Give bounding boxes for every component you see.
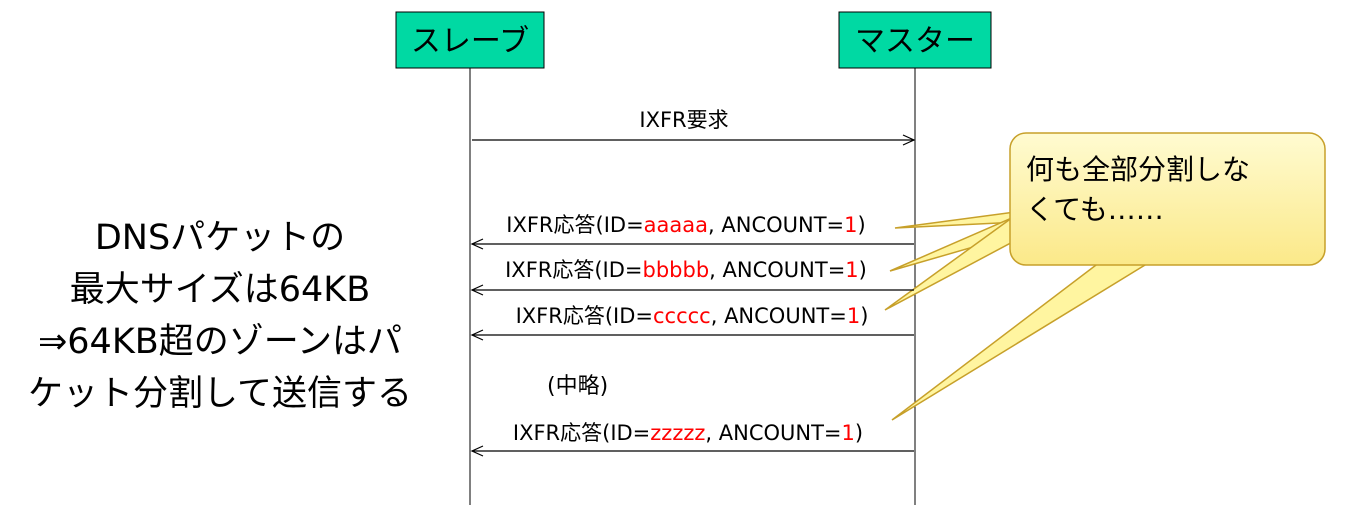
response-mid: , ANCOUNT= (708, 213, 844, 237)
response-suffix: ) (859, 258, 867, 282)
response-mid: , ANCOUNT= (709, 258, 845, 282)
left-note-line-3: ⇒64KB超のゾーンはパ (37, 322, 403, 362)
callout-text: 何も全部分割しな くても…… (1026, 150, 1316, 230)
response-message: IXFR応答(ID=aaaaa, ANCOUNT=1) (470, 213, 914, 250)
response-mid: , ANCOUNT= (711, 304, 847, 328)
left-note-line-1: DNSパケットの (94, 218, 346, 258)
slave-actor: スレーブ (395, 11, 545, 69)
response-message: IXFR応答(ID=zzzzz, ANCOUNT=1) (470, 421, 914, 457)
callout-bubble (884, 132, 1326, 421)
response-suffix: ) (858, 213, 866, 237)
request-label: IXFR要求 (639, 108, 728, 132)
response-mid: , ANCOUNT= (705, 421, 841, 445)
response-suffix: ) (855, 421, 863, 445)
slave-actor-label: スレーブ (411, 24, 529, 59)
response-prefix: IXFR応答(ID= (505, 258, 642, 282)
master-actor: マスター (838, 11, 992, 69)
response-label: IXFR応答(ID=ccccc, ANCOUNT=1) (516, 304, 869, 328)
response-arrowhead (470, 284, 484, 296)
response-message: IXFR応答(ID=ccccc, ANCOUNT=1) (470, 304, 914, 341)
response-count: 1 (847, 304, 860, 328)
response-label: IXFR応答(ID=zzzzz, ANCOUNT=1) (513, 421, 863, 445)
response-count: 1 (844, 213, 857, 237)
response-arrowhead (470, 238, 484, 250)
response-id: aaaaa (644, 213, 708, 237)
response-id: zzzzz (650, 421, 705, 445)
response-message: IXFR応答(ID=bbbbb, ANCOUNT=1) (470, 258, 914, 296)
left-note: DNSパケットの 最大サイズは64KB ⇒64KB超のゾーンはパ ケット分割して… (0, 212, 440, 420)
left-note-line-2: 最大サイズは64KB (69, 270, 371, 310)
left-note-line-4: ケット分割して送信する (28, 374, 412, 414)
response-id: ccccc (653, 304, 711, 328)
response-prefix: IXFR応答(ID= (513, 421, 650, 445)
request-arrowhead (902, 134, 916, 146)
response-label: IXFR応答(ID=aaaaa, ANCOUNT=1) (506, 213, 865, 237)
master-actor-label: マスター (855, 24, 975, 59)
response-messages: IXFR応答(ID=aaaaa, ANCOUNT=1)IXFR応答(ID=bbb… (470, 213, 914, 457)
response-count: 1 (842, 421, 855, 445)
response-suffix: ) (860, 304, 868, 328)
callout-line-2: くても…… (1026, 193, 1164, 226)
omitted-label: (中略) (547, 374, 609, 399)
response-id: bbbbb (643, 258, 710, 282)
response-arrowhead (470, 445, 484, 457)
response-arrowhead (470, 329, 484, 341)
callout-line-1: 何も全部分割しな (1026, 153, 1251, 186)
response-prefix: IXFR応答(ID= (516, 304, 653, 328)
response-prefix: IXFR応答(ID= (506, 213, 643, 237)
response-count: 1 (845, 258, 858, 282)
request-message: IXFR要求 (472, 108, 916, 146)
response-label: IXFR応答(ID=bbbbb, ANCOUNT=1) (505, 258, 867, 282)
